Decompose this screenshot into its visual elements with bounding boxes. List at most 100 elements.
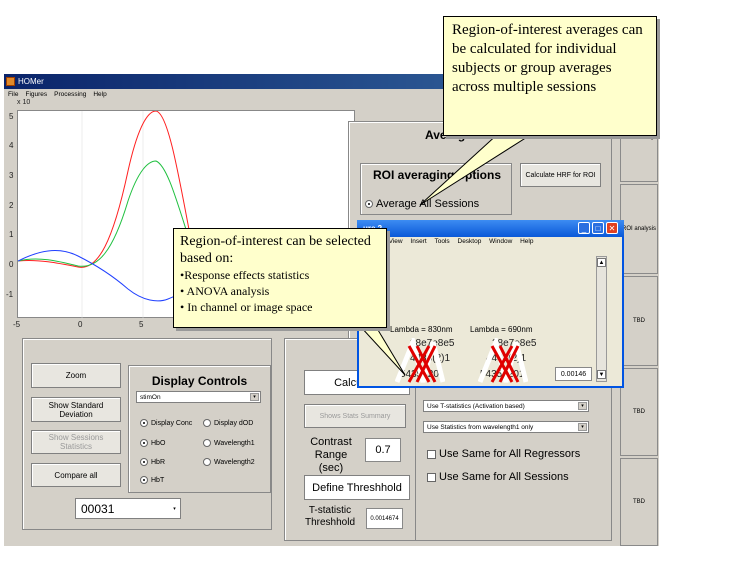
chevron-down-icon: ▾ xyxy=(578,402,587,410)
figure2-menu-help[interactable]: Help xyxy=(520,238,534,245)
menu-help[interactable]: Help xyxy=(93,91,107,98)
scroll-up-icon[interactable]: ▲ xyxy=(597,258,606,267)
chevron-down-icon: ▾ xyxy=(250,393,259,401)
wavelength-stats-value: Use Statistics from wavelength1 only xyxy=(427,423,534,431)
tab-tbd-3[interactable]: TBD xyxy=(620,458,658,546)
display-dod-label: Display dOD xyxy=(214,419,254,427)
show-sessions-statistics-button[interactable]: Show Sessions Statistics xyxy=(31,430,121,454)
hbr-radio[interactable]: HbR xyxy=(140,458,165,466)
same-regressors-checkbox[interactable]: Use Same for All Regressors xyxy=(427,448,580,460)
wavelength2-label: Wavelength2 xyxy=(214,458,255,466)
y-tick-0: 0 xyxy=(9,260,14,269)
hbt-label: HbT xyxy=(151,476,165,484)
display-conc-label: Display Conc xyxy=(151,419,193,427)
roi-selection-item: • ANOVA analysis xyxy=(180,284,270,298)
x-tick-neg5: -5 xyxy=(13,320,21,329)
roi-selection-item: •Response effects statistics xyxy=(180,268,310,282)
chevron-down-icon: ▾ xyxy=(170,500,179,517)
wavelength2-radio[interactable]: Wavelength2 xyxy=(203,458,255,466)
checkbox-icon xyxy=(427,472,436,482)
wavelength1-label: Wavelength1 xyxy=(214,439,255,447)
compare-all-button[interactable]: Compare all xyxy=(31,463,121,487)
menu-bar: File Figures Processing Help xyxy=(4,89,659,100)
roi-selection-callout: Region-of-interest can be selected based… xyxy=(173,228,387,328)
t-statistic-label: T-statistic Threshhold xyxy=(304,505,356,528)
x-tick-0: 0 xyxy=(78,320,83,329)
maximize-icon[interactable]: □ xyxy=(592,222,604,234)
tab-tbd-2[interactable]: TBD xyxy=(620,368,658,456)
plot-exponent-label: x 10 xyxy=(17,99,31,106)
roi-selection-item: • In channel or image space xyxy=(180,300,313,314)
figure2-scrollbar[interactable] xyxy=(596,256,607,382)
show-standard-deviation-button[interactable]: Show Standard Deviation xyxy=(31,397,121,422)
y-tick-2: 2 xyxy=(9,201,14,210)
figure2-menu-desktop[interactable]: Desktop xyxy=(457,238,482,245)
hbr-label: HbR xyxy=(151,458,166,466)
subject-value: 00031 xyxy=(81,501,115,516)
contrast-range-input[interactable]: 0.7 xyxy=(365,438,401,462)
radio-icon xyxy=(140,439,148,447)
hbo-radio[interactable]: HbO xyxy=(140,439,165,447)
hbo-label: HbO xyxy=(151,439,166,447)
figure2-menu-insert[interactable]: Insert xyxy=(410,238,427,245)
display-controls-panel xyxy=(128,365,271,493)
subject-dropdown[interactable]: 00031 ▾ xyxy=(75,498,181,519)
radio-icon xyxy=(140,458,148,466)
roi-averages-callout: Region-of-interest averages can be calcu… xyxy=(443,16,657,136)
radio-icon xyxy=(203,458,211,466)
wavelength1-radio[interactable]: Wavelength1 xyxy=(203,439,255,447)
figure2-value-box[interactable]: 0.00146 xyxy=(555,367,592,381)
lambda-690-label: Lambda = 690nm xyxy=(470,325,533,334)
figure2-menu-view[interactable]: View xyxy=(388,238,403,245)
radio-icon xyxy=(140,476,148,484)
same-sessions-checkbox[interactable]: Use Same for All Sessions xyxy=(427,471,569,483)
y-tick-3: 3 xyxy=(9,171,14,180)
close-icon[interactable]: ✕ xyxy=(606,222,618,234)
define-threshold-button[interactable]: Define Threshhold xyxy=(304,475,410,500)
chevron-down-icon: ▾ xyxy=(578,423,587,431)
roi-options-panel xyxy=(360,163,512,215)
radio-icon xyxy=(203,439,211,447)
average-all-sessions-radio[interactable]: Average All Sessions xyxy=(365,198,479,210)
y-tick-1: 1 xyxy=(9,230,14,239)
t-statistic-dropdown[interactable]: Use T-statistics (Activation based) ▾ xyxy=(423,400,589,412)
shows-stats-summary-button[interactable]: Shows Stats Summary xyxy=(304,404,406,428)
zoom-button[interactable]: Zoom xyxy=(31,363,121,388)
t-statistic-dropdown-value: Use T-statistics (Activation based) xyxy=(427,402,525,410)
figure2-menu-tools[interactable]: Tools xyxy=(434,238,450,245)
figure2-menu-window[interactable]: Window xyxy=(489,238,513,245)
x-tick-5: 5 xyxy=(139,320,144,329)
display-controls-title: Display Controls xyxy=(151,374,248,388)
probe-map-830-icon xyxy=(395,338,445,383)
t-statistic-input[interactable]: 0.0014674 xyxy=(366,508,403,529)
radio-icon xyxy=(365,200,373,208)
radio-icon xyxy=(140,419,148,427)
checkbox-icon xyxy=(427,449,436,459)
contrast-range-label: Contrast Range (sec) xyxy=(310,436,352,474)
y-tick-neg1: -1 xyxy=(6,290,14,299)
probe-map-690-icon xyxy=(478,338,528,383)
minimize-icon[interactable]: _ xyxy=(578,222,590,234)
menu-file[interactable]: File xyxy=(8,91,19,98)
display-dod-radio[interactable]: Display dOD xyxy=(203,419,253,427)
tab-roi-analysis[interactable]: ROI analysis xyxy=(620,184,658,274)
y-tick-5: 5 xyxy=(9,112,14,121)
same-regressors-label: Use Same for All Regressors xyxy=(439,448,581,460)
stimulus-dropdown[interactable]: stimOn ▾ xyxy=(136,391,261,403)
same-sessions-label: Use Same for All Sessions xyxy=(439,471,569,483)
menu-figures[interactable]: Figures xyxy=(25,91,48,98)
wavelength-stats-dropdown[interactable]: Use Statistics from wavelength1 only ▾ xyxy=(423,421,589,433)
average-all-label: Average All Sessions xyxy=(376,198,480,210)
y-tick-4: 4 xyxy=(9,141,14,150)
lambda-830-label: Lambda = 830nm xyxy=(390,325,453,334)
calculate-hrf-button[interactable]: Calculate HRF for ROI xyxy=(520,163,601,187)
display-conc-radio[interactable]: Display Conc xyxy=(140,419,192,427)
radio-icon xyxy=(203,419,211,427)
tab-tbd-1[interactable]: TBD xyxy=(620,276,658,366)
app-icon xyxy=(6,77,15,86)
stimulus-value: stimOn xyxy=(140,393,161,401)
hbt-radio[interactable]: HbT xyxy=(140,476,164,484)
menu-processing[interactable]: Processing xyxy=(54,91,87,98)
roi-selection-title: Region-of-interest can be selected based… xyxy=(180,234,371,266)
scroll-down-icon[interactable]: ▼ xyxy=(597,370,606,379)
